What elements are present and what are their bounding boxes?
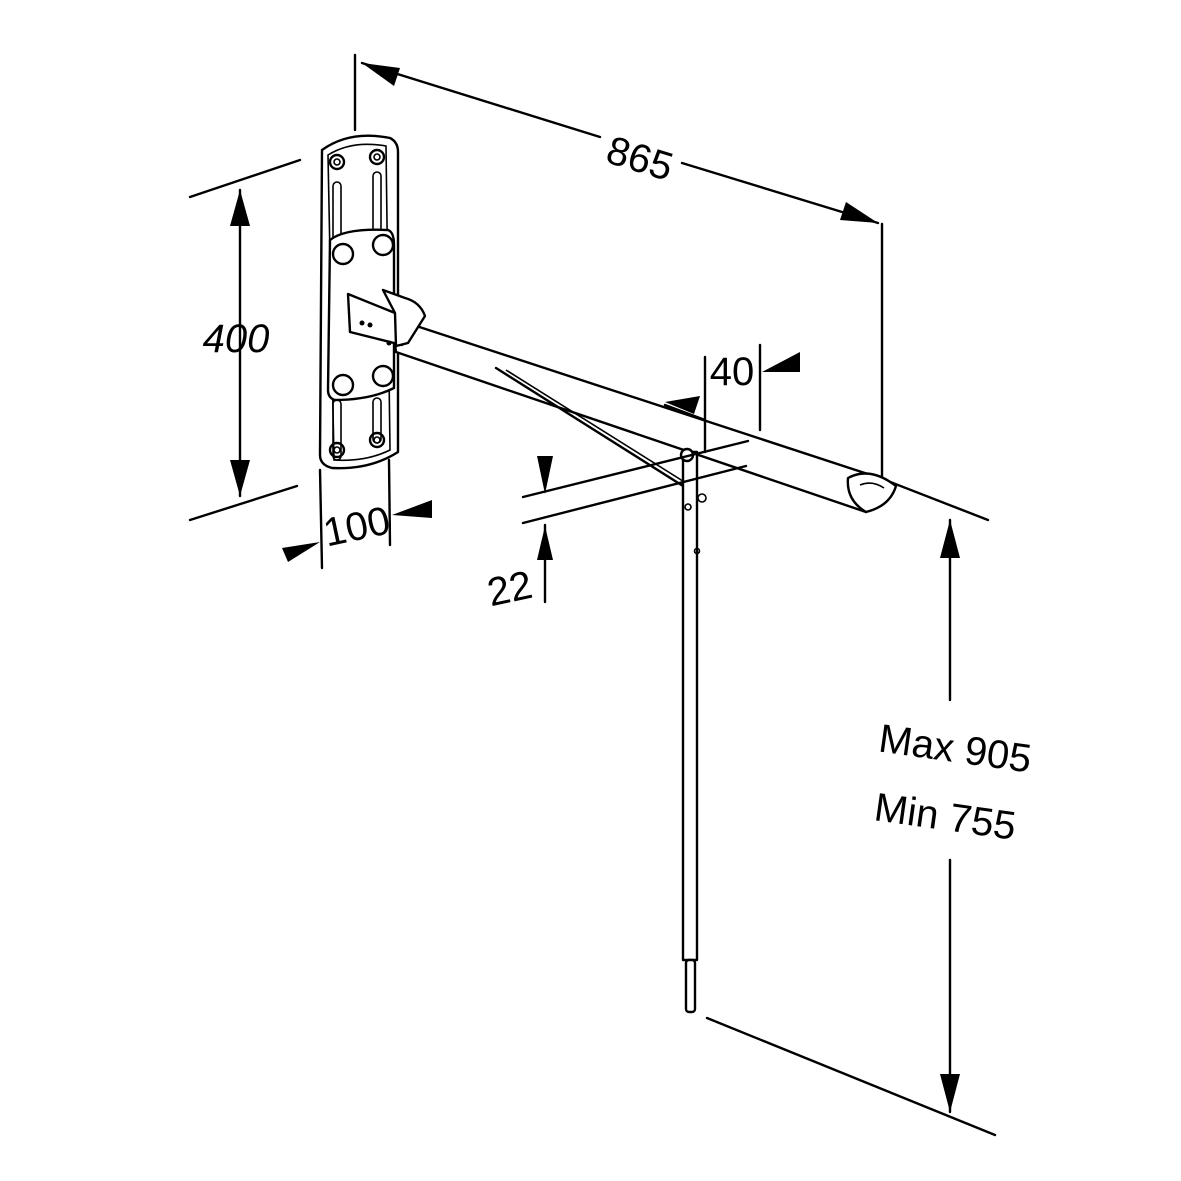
dimension-leg-offset: 40 xyxy=(663,343,800,454)
leg-offset-label: 40 xyxy=(710,350,755,394)
plate-width-label: 100 xyxy=(320,499,394,556)
height-max-label: Max 905 xyxy=(876,717,1034,782)
tube-offset-label: 22 xyxy=(483,563,536,615)
dimension-plate-width: 100 xyxy=(282,458,432,570)
height-min-label: Min 755 xyxy=(872,785,1019,848)
plate-height-label: 400 xyxy=(203,317,270,361)
dimension-plate-height: 400 xyxy=(188,158,302,522)
support-arm xyxy=(346,288,990,522)
dimension-height: Max 905 Min 755 xyxy=(705,518,1034,1137)
dimension-tube-offset: 22 xyxy=(483,439,750,615)
length-label: 865 xyxy=(601,128,678,190)
support-leg xyxy=(679,447,707,1014)
